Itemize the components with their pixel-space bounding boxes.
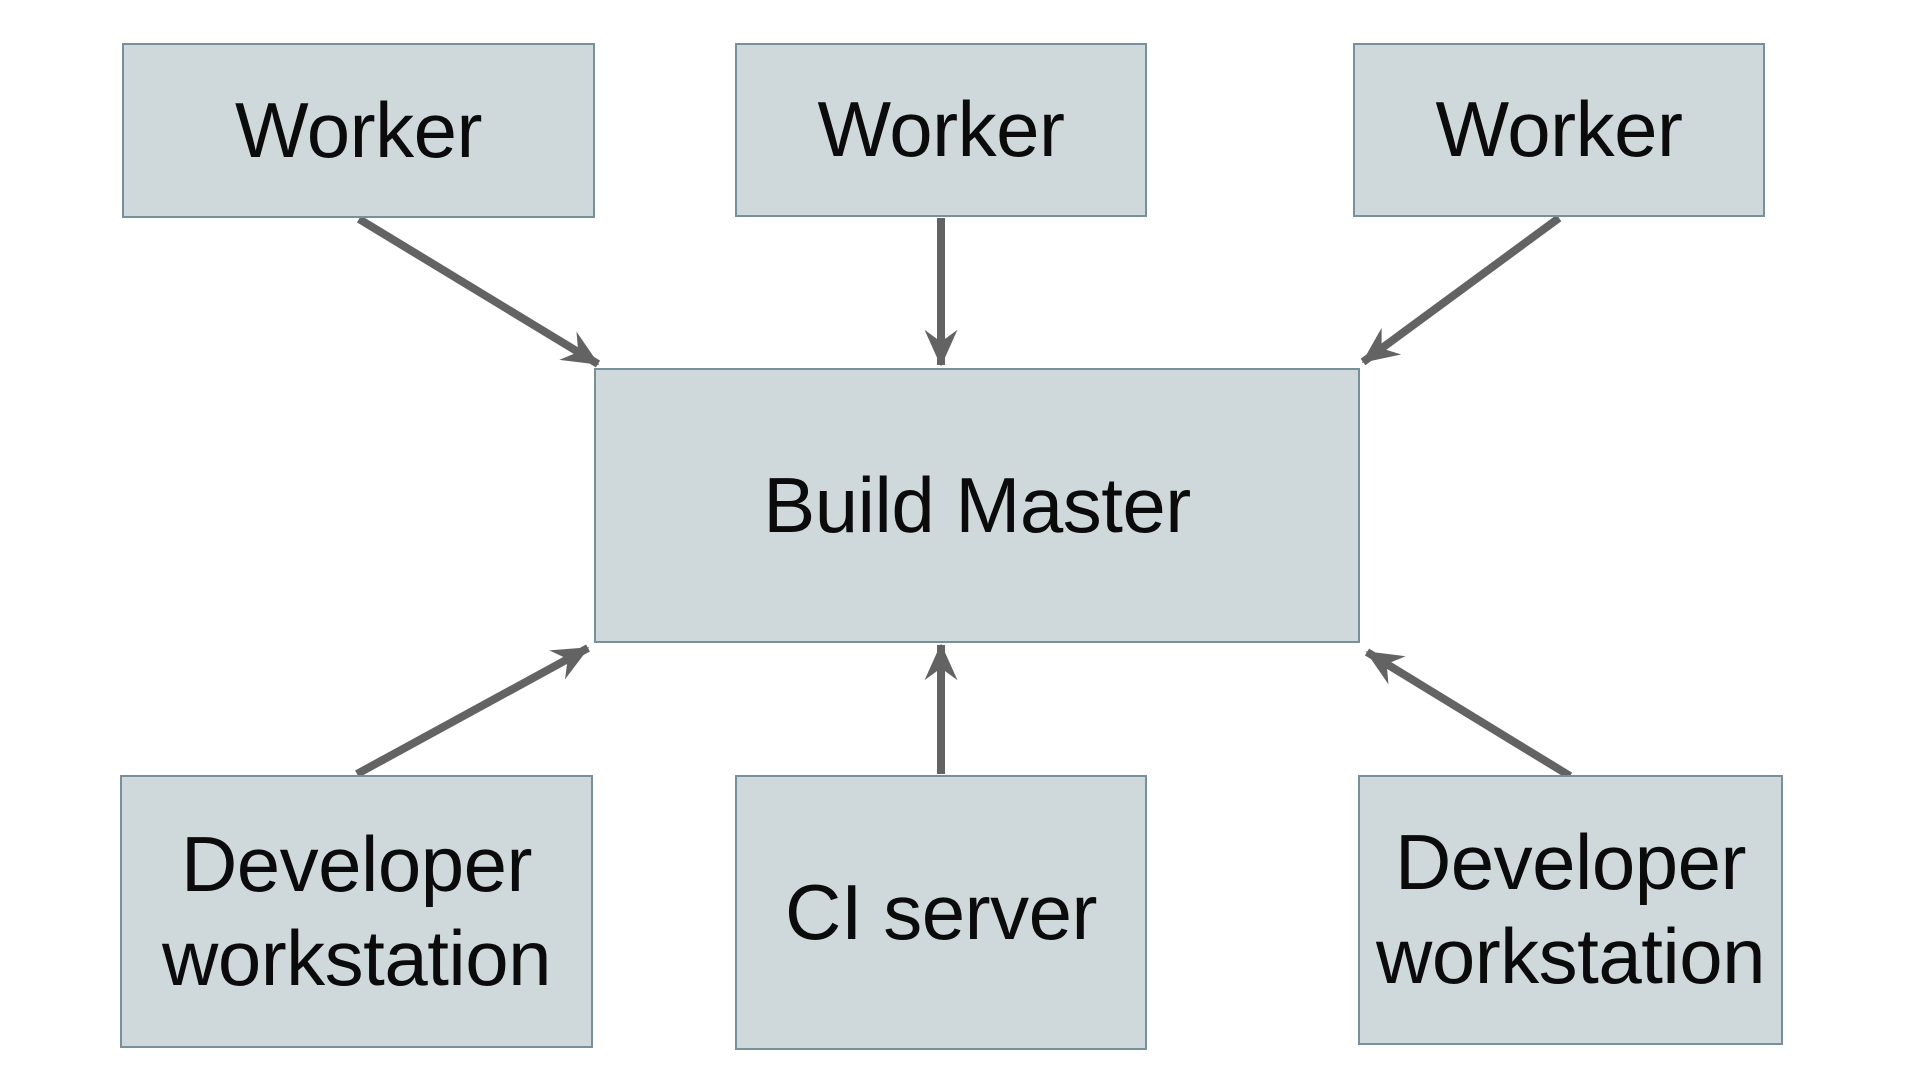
node-build-master: Build Master [594, 368, 1360, 643]
node-worker-2: Worker [735, 43, 1147, 217]
node-worker-3: Worker [1353, 43, 1765, 217]
node-developer-workstation-2: Developer workstation [1358, 775, 1783, 1045]
edge-worker-1-to-build-master [356, 215, 601, 368]
edge-developer-workstation-1-to-build-master [355, 644, 590, 778]
node-label-developer-workstation-1: Developer workstation [162, 819, 552, 1002]
edges-group [355, 214, 1573, 780]
node-label-developer-workstation-2: Developer workstation [1376, 818, 1766, 1000]
edge-developer-workstation-2-to-build-master [1364, 648, 1573, 780]
node-label-ci-server: CI server [785, 867, 1097, 956]
node-worker-1: Worker [122, 43, 595, 218]
node-developer-workstation-1: Developer workstation [120, 775, 593, 1048]
node-label-worker-3: Worker [1435, 85, 1683, 174]
node-label-worker-2: Worker [817, 85, 1065, 174]
edge-worker-3-to-build-master [1360, 214, 1562, 366]
node-label-worker-1: Worker [235, 85, 482, 174]
node-label-build-master: Build Master [763, 460, 1191, 549]
node-ci-server: CI server [735, 775, 1147, 1050]
